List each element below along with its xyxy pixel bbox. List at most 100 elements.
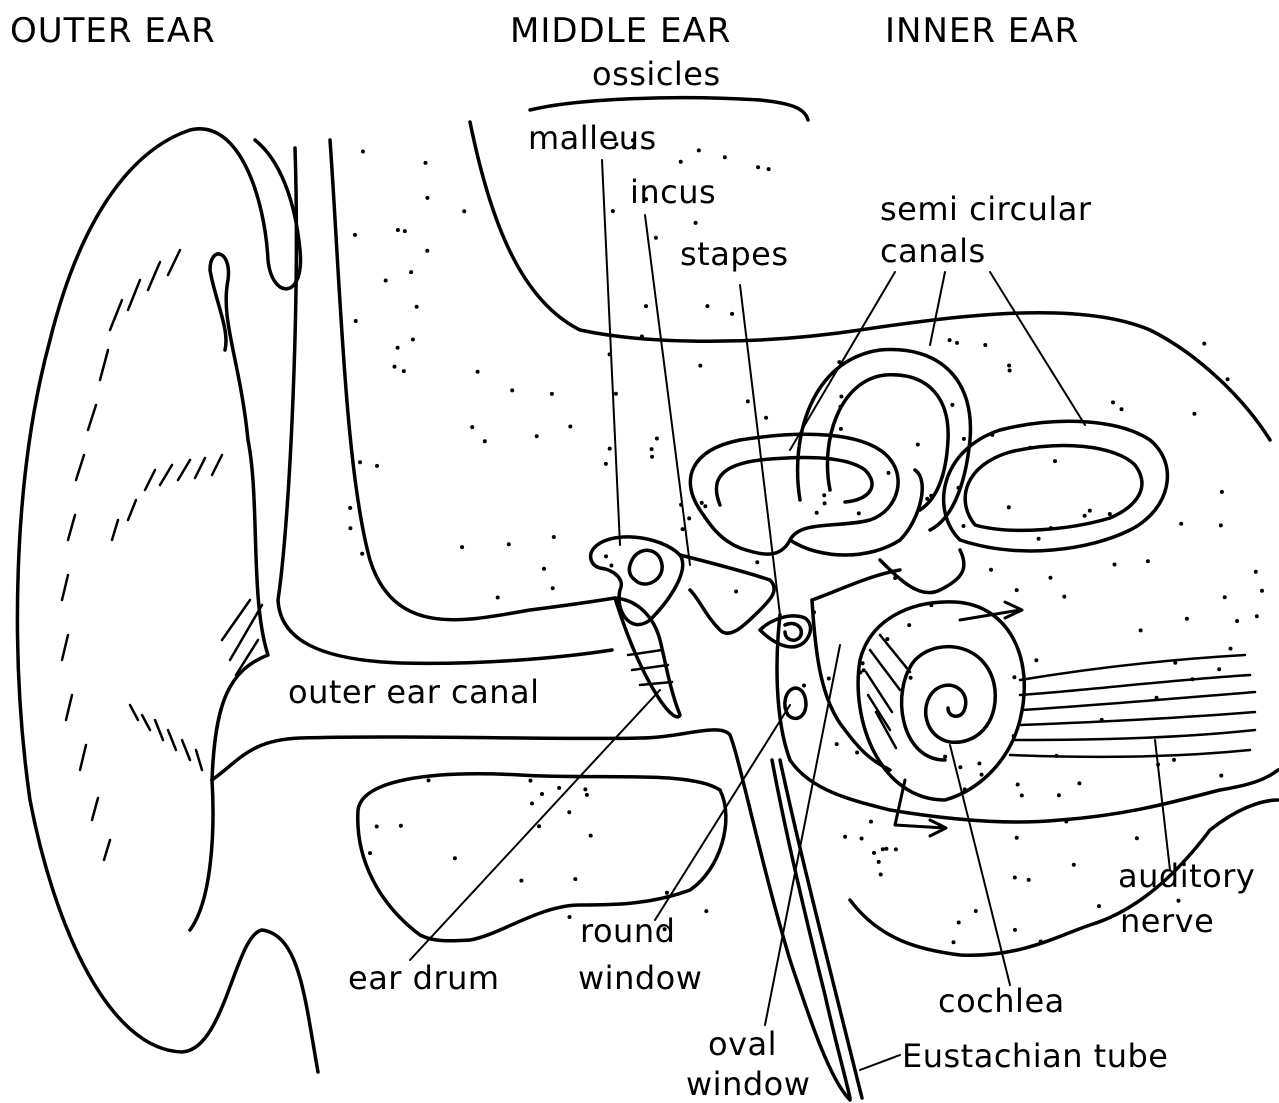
stipple-dot bbox=[907, 623, 911, 627]
stipple-dot bbox=[1100, 718, 1104, 722]
stipple-dot bbox=[1027, 878, 1031, 882]
oval-window-label-line1: oval bbox=[708, 1028, 777, 1060]
stipple-dot bbox=[955, 341, 959, 345]
stipple-dot bbox=[1135, 836, 1139, 840]
stipple-dot bbox=[1255, 614, 1259, 618]
stipple-dot bbox=[893, 576, 897, 580]
stipple-dot bbox=[962, 437, 966, 441]
stipple-dot bbox=[614, 392, 618, 396]
round-window bbox=[785, 688, 806, 718]
stipple-dot bbox=[1173, 661, 1177, 665]
stipple-dot bbox=[948, 338, 952, 342]
stipple-dot bbox=[568, 915, 572, 919]
stipple-dot bbox=[1015, 588, 1019, 592]
stipple-dot bbox=[1012, 734, 1016, 738]
outer-ear-header: OUTER EAR bbox=[10, 14, 216, 48]
stipple-dot bbox=[958, 765, 962, 769]
stipple-dot bbox=[855, 751, 859, 755]
canal-lower-wall-upper bbox=[278, 148, 612, 663]
stipple-dot bbox=[823, 501, 827, 505]
stipple-dot bbox=[460, 545, 464, 549]
auditory-nerve-label-line1: auditory bbox=[1118, 860, 1255, 892]
stipple-dot bbox=[1020, 794, 1024, 798]
stipple-dot bbox=[529, 779, 533, 783]
stipple-dot bbox=[360, 552, 364, 556]
stipple-dot bbox=[857, 511, 861, 515]
stipple-dot bbox=[957, 486, 961, 490]
stipple-dot bbox=[1028, 446, 1032, 450]
stipple-dot bbox=[552, 535, 556, 539]
stipple-dot bbox=[887, 471, 891, 475]
stipple-dot bbox=[604, 462, 608, 466]
stipple-dot bbox=[384, 279, 388, 283]
stipple-dot bbox=[1007, 505, 1011, 509]
stipple-dot bbox=[462, 209, 466, 213]
stipple-dot bbox=[1220, 490, 1224, 494]
stipple-dot bbox=[860, 837, 864, 841]
canal-anterior-inner bbox=[716, 457, 872, 505]
stipple-dot bbox=[730, 312, 734, 316]
leader-eustachian bbox=[860, 1055, 900, 1070]
malleus-head bbox=[629, 550, 662, 584]
stipple-dot bbox=[540, 792, 544, 796]
stipple-dot bbox=[977, 762, 981, 766]
stipple-dot bbox=[1072, 863, 1076, 867]
stipple-dot bbox=[1172, 758, 1176, 762]
stipple-dot bbox=[1185, 617, 1189, 621]
stipple-dot bbox=[424, 161, 428, 165]
stipple-dot bbox=[1139, 628, 1143, 632]
stipple-dot bbox=[858, 670, 862, 674]
stipple-dot bbox=[1254, 570, 1258, 574]
stipple-dot bbox=[368, 851, 372, 855]
stipple-dot bbox=[1007, 364, 1011, 368]
canal-posterior-inner bbox=[965, 446, 1142, 531]
stipple-dot bbox=[1146, 559, 1150, 563]
outer-ear-canal-label: outer ear canal bbox=[288, 676, 540, 708]
stipple-dot bbox=[1064, 820, 1068, 824]
stipple-dot bbox=[1155, 696, 1159, 700]
stipple-dot bbox=[611, 209, 615, 213]
stipple-dot bbox=[402, 369, 406, 373]
stipple-dot bbox=[929, 603, 933, 607]
stipple-dot bbox=[1202, 342, 1206, 346]
stipple-dot bbox=[700, 501, 704, 505]
stipple-dot bbox=[1057, 793, 1061, 797]
stipple-dot bbox=[1235, 619, 1239, 623]
stipple-dot bbox=[925, 497, 929, 501]
stipple-dot bbox=[974, 909, 978, 913]
middle-ear-header: MIDDLE EAR bbox=[510, 14, 731, 48]
stipple-dot bbox=[822, 493, 826, 497]
stipple-dot bbox=[361, 150, 365, 154]
stipple-dot bbox=[1077, 781, 1081, 785]
incus-shape bbox=[680, 555, 774, 633]
stipple-dot bbox=[1229, 647, 1233, 651]
stipple-dot bbox=[483, 439, 487, 443]
stipple-dot bbox=[415, 305, 419, 309]
stipple-dot bbox=[835, 742, 839, 746]
semicircular-label-line1: semi circular bbox=[880, 193, 1092, 225]
stipple-dot bbox=[1049, 576, 1053, 580]
stipple-dot bbox=[393, 365, 397, 369]
stipple-dot bbox=[507, 542, 511, 546]
stipple-dot bbox=[767, 167, 771, 171]
stipple-dot bbox=[375, 825, 379, 829]
leader-stapes bbox=[740, 285, 780, 615]
stipple-dot bbox=[861, 661, 865, 665]
stipple-dot bbox=[755, 560, 759, 564]
stipple-dot bbox=[665, 891, 669, 895]
stipple-dot bbox=[838, 405, 842, 409]
canal-posterior bbox=[944, 421, 1168, 551]
stipple-dot bbox=[375, 464, 379, 468]
leader-semicircular-2 bbox=[930, 272, 945, 345]
stipple-dot bbox=[679, 503, 683, 507]
stipple-dot bbox=[1013, 928, 1017, 932]
stipple-dot bbox=[589, 834, 593, 838]
stipple-dot bbox=[411, 338, 415, 342]
stipple-dot bbox=[1223, 595, 1227, 599]
stipple-dot bbox=[837, 360, 841, 364]
stipple-dot bbox=[962, 524, 966, 528]
stipple-dot bbox=[697, 148, 701, 152]
stipple-dot bbox=[1108, 512, 1112, 516]
incus-label: incus bbox=[630, 176, 716, 208]
stipple-dot bbox=[348, 506, 352, 510]
